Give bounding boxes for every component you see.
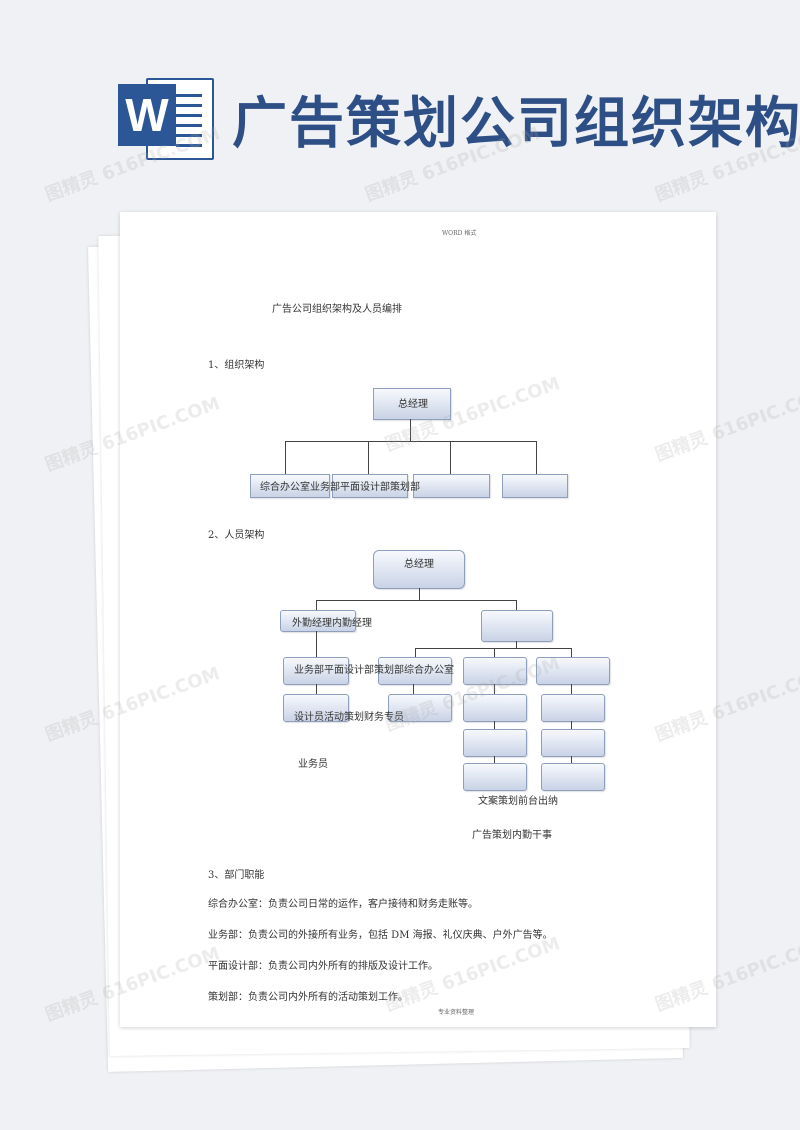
staff-row-a-label: 业务部平面设计部策划部综合办公室: [294, 665, 454, 676]
org-node-root-label: 总经理: [398, 399, 428, 410]
connector: [494, 756, 495, 763]
org-node-root: [373, 388, 451, 420]
document-title: 广告公司组织架构及人员编排: [272, 304, 402, 315]
section1-heading: 1、组织架构: [208, 360, 265, 371]
org-dept-row-label: 综合办公室业务部平面设计部策划部: [260, 482, 420, 493]
connector: [571, 684, 572, 694]
connector: [415, 648, 416, 657]
staff-node: [463, 729, 527, 757]
page-header: WORD 格式: [442, 230, 477, 237]
connector: [415, 648, 572, 649]
staff-node-branch: [481, 610, 553, 642]
staff-node: [283, 694, 349, 722]
staff-node: [541, 763, 605, 791]
connector: [571, 721, 572, 729]
dept-function-item: 业务部：负责公司的外接所有业务，包括 DM 海报、礼仪庆典、户外广告等。: [208, 930, 553, 941]
connector: [571, 648, 572, 657]
staff-node: [378, 657, 452, 685]
staff-node: [541, 694, 605, 722]
connector: [494, 684, 495, 694]
staff-below-right-label-1: 文案策划前台出纳: [478, 796, 558, 807]
dept-function-item: 综合办公室：负责公司日常的运作，客户接待和财务走账等。: [208, 899, 478, 910]
dept-function-item: 策划部：负责公司内外所有的活动策划工作。: [208, 992, 408, 1003]
org-node-dept: [413, 474, 490, 498]
connector: [494, 648, 495, 657]
staff-node: [463, 657, 527, 685]
word-letter: W: [118, 84, 176, 146]
connector: [494, 721, 495, 729]
section3-heading: 3、部门职能: [208, 870, 265, 881]
staff-node: [463, 763, 527, 791]
banner: W 广告策划公司组织架构: [0, 0, 800, 200]
staff-node: [283, 657, 349, 685]
staff-below-right-label-2: 广告策划内勤干事: [472, 830, 552, 841]
document-page: WORD 格式 广告公司组织架构及人员编排 1、组织架构 总经理 综合办公室业务…: [120, 212, 716, 1027]
org-node-dept: [332, 474, 408, 498]
connector: [516, 600, 517, 610]
connector: [450, 441, 451, 474]
staff-node: [463, 694, 527, 722]
staff-below-left-label: 业务员: [298, 759, 328, 770]
connector: [410, 419, 411, 441]
staff-node-managers: [280, 610, 356, 632]
connector: [368, 441, 369, 474]
dept-function-item: 平面设计部：负责公司内外所有的排版及设计工作。: [208, 961, 438, 972]
connector: [419, 588, 420, 601]
connector: [571, 756, 572, 763]
connector: [285, 441, 537, 442]
page-footer: 专业资料整理: [438, 1009, 475, 1016]
banner-title: 广告策划公司组织架构: [232, 91, 800, 155]
section2-heading: 2、人员架构: [208, 530, 265, 541]
staff-node: [536, 657, 610, 685]
connector: [536, 441, 537, 474]
staff-node: [541, 729, 605, 757]
connector: [316, 631, 317, 657]
word-icon: W: [118, 70, 214, 160]
connector: [316, 600, 317, 610]
connector: [285, 441, 286, 474]
staff-node: [388, 694, 452, 722]
connector: [413, 684, 414, 694]
staff-node-root-label: 总经理: [404, 559, 434, 570]
org-node-dept: [250, 474, 330, 498]
connector: [516, 641, 517, 649]
connector: [316, 600, 517, 601]
org-node-dept: [502, 474, 568, 498]
connector: [316, 684, 317, 694]
staff-row-b-label: 设计员活动策划财务专员: [294, 712, 404, 723]
staff-node-managers-label: 外勤经理内勤经理: [292, 618, 372, 629]
